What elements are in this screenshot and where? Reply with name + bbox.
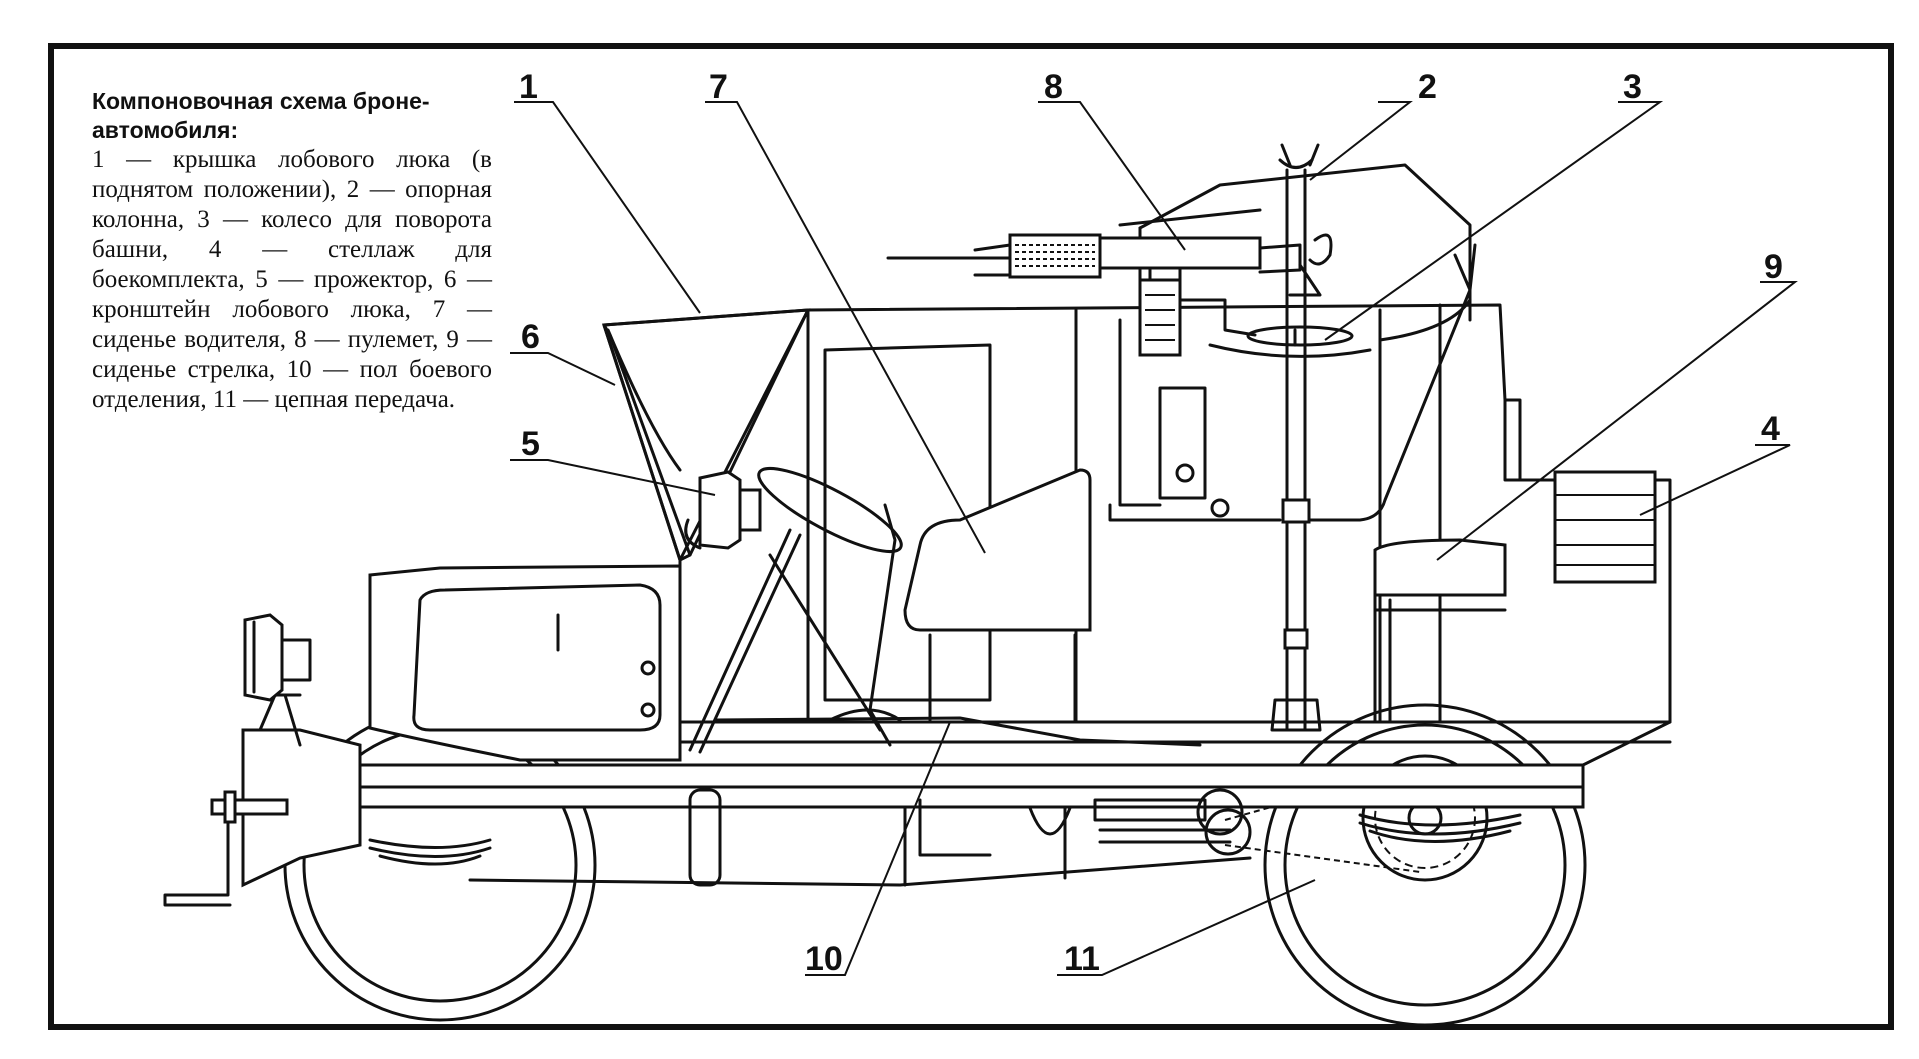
caption-legend: 1 — крышка лобового люка (в поднятом пол…	[92, 146, 492, 413]
callout-6: 6	[521, 318, 540, 356]
turret-bracing	[1108, 243, 1477, 522]
hatch-bracket	[606, 328, 682, 472]
ammunition-rack	[1553, 470, 1657, 584]
callout-5: 5	[521, 425, 540, 463]
callout-8: 8	[1044, 68, 1063, 106]
callout-11: 11	[1064, 940, 1100, 978]
driver-seat	[903, 468, 1092, 722]
rear-springs	[1358, 813, 1522, 843]
steering-assembly	[688, 466, 903, 754]
callout-10: 10	[805, 940, 843, 978]
callout-1: 1	[519, 68, 538, 106]
callout-4: 4	[1761, 410, 1780, 448]
callout-2: 2	[1418, 68, 1437, 106]
front-headlight	[243, 613, 312, 702]
support-column	[1270, 143, 1333, 732]
engine-hood	[368, 564, 682, 762]
caption: Компоновочная схема броне-автомобиля: 1 …	[92, 87, 492, 415]
searchlight	[684, 470, 762, 550]
rear-wheel	[1263, 703, 1587, 1027]
turret-traverse-wheel	[1208, 325, 1372, 358]
callout-7: 7	[709, 68, 728, 106]
front-armor-plate	[163, 693, 362, 907]
front-springs	[368, 838, 492, 866]
callout-9: 9	[1764, 248, 1783, 286]
machine-gun	[886, 233, 1322, 357]
fighting-compartment-floor	[713, 716, 1202, 747]
callout-3: 3	[1623, 68, 1642, 106]
leader-lines	[510, 101, 1798, 976]
chassis-frame	[356, 763, 1585, 887]
gunner-seat	[1373, 538, 1507, 724]
caption-title: Компоновочная схема броне-автомобиля:	[92, 88, 430, 143]
